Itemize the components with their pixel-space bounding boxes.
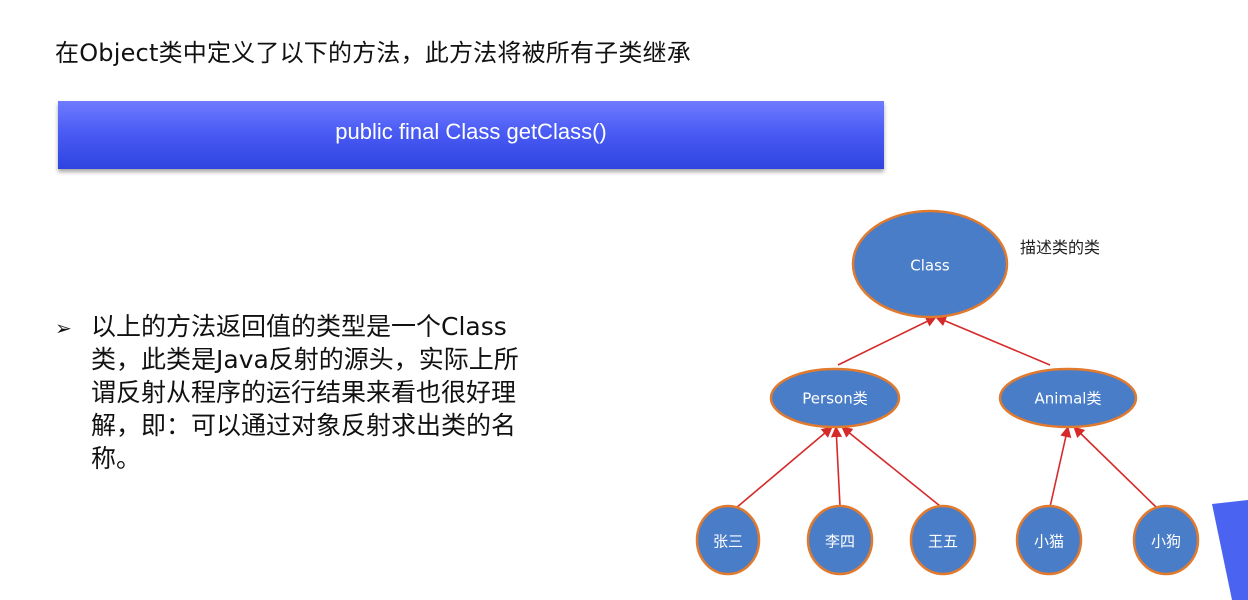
bullet-text: 以上的方法返回值的类型是一个Class 类，此类是Java反射的源头，实际上所 … xyxy=(91,310,625,475)
bullet-point: ➢ 以上的方法返回值的类型是一个Class 类，此类是Java反射的源头，实际上… xyxy=(55,310,625,475)
node-xiaogou-label: 小狗 xyxy=(1151,533,1181,551)
node-zhangsan: 张三 xyxy=(695,504,761,576)
node-wangwu: 王五 xyxy=(909,504,977,576)
edge-xiaogou-to-animal xyxy=(1073,426,1157,508)
bullet-line: 解，即：可以通过对象反射求出类的名 xyxy=(91,411,517,440)
bullet-line: 称。 xyxy=(91,444,142,473)
node-xiaomao-label: 小猫 xyxy=(1034,533,1064,551)
corner-decoration-shape xyxy=(1212,500,1248,600)
root-note: 描述类的类 xyxy=(1020,238,1100,257)
edge-animal-to-class xyxy=(934,315,1051,366)
method-signature: public final Class getClass() xyxy=(335,119,607,144)
node-class-label: Class xyxy=(910,257,950,275)
bullet-line: 类，此类是Java反射的源头，实际上所 xyxy=(91,345,519,374)
node-lisi-label: 李四 xyxy=(825,533,855,551)
edge-lisi-to-person xyxy=(830,425,843,507)
edge-xiaomao-to-animal xyxy=(1049,425,1072,508)
edge-zhangsan-to-person xyxy=(735,426,833,509)
bullet-line: 以上的方法返回值的类型是一个Class xyxy=(91,312,507,341)
node-animal: Animal类 xyxy=(998,367,1138,429)
page-heading: 在Object类中定义了以下的方法，此方法将被所有子类继承 xyxy=(55,39,691,67)
node-lisi: 李四 xyxy=(806,504,874,576)
node-animal-label: Animal类 xyxy=(1035,390,1102,408)
method-signature-box: public final Class getClass() xyxy=(58,101,884,169)
node-class: Class xyxy=(851,209,1009,319)
node-zhangsan-label: 张三 xyxy=(713,533,743,551)
bullet-line: 谓反射从程序的运行结果来看也很好理 xyxy=(91,378,517,407)
node-person-label: Person类 xyxy=(802,390,867,408)
node-xiaomao: 小猫 xyxy=(1015,504,1083,576)
node-xiaogou: 小狗 xyxy=(1132,504,1200,576)
bullet-arrow-icon: ➢ xyxy=(55,316,72,340)
node-person: Person类 xyxy=(769,367,901,429)
edge-person-to-class xyxy=(837,316,938,366)
node-wangwu-label: 王五 xyxy=(928,533,958,551)
edge-wangwu-to-person xyxy=(841,426,941,507)
class-hierarchy-diagram: Class 描述类的类 Person类 Animal类 张三 李四 王五 小猫 xyxy=(690,190,1248,600)
